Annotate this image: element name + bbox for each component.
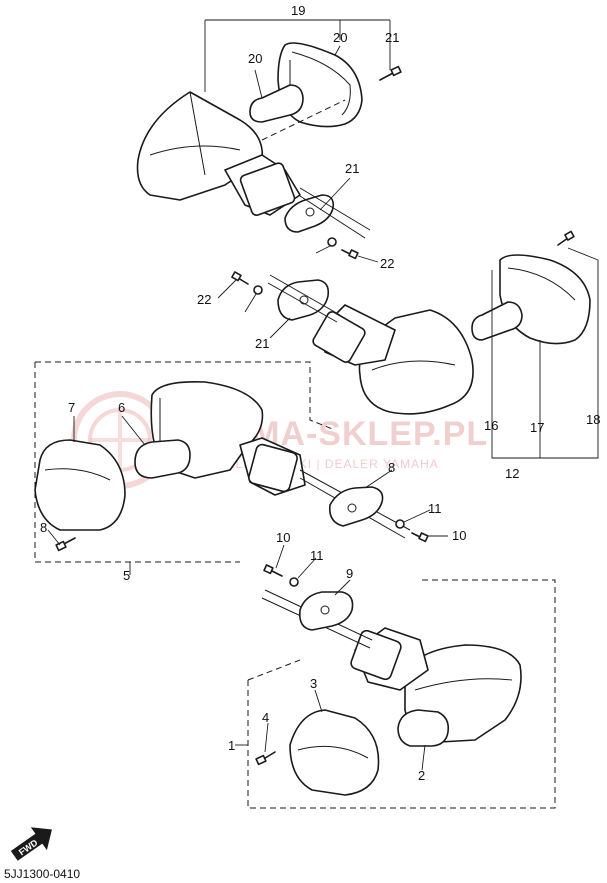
callout-11-bottom: 11 xyxy=(310,548,324,563)
leader-lines xyxy=(47,19,599,771)
callout-17: 20 xyxy=(248,51,262,66)
callout-20-top: 21 xyxy=(345,161,359,176)
callout-16: 19 xyxy=(291,3,305,18)
rear-left-flasher-assembly xyxy=(231,230,591,415)
callout-13: 16 xyxy=(484,418,498,433)
callout-7: 7 xyxy=(68,400,75,415)
callout-11-mid: 11 xyxy=(428,501,442,516)
callout-9-bottom: 9 xyxy=(346,566,353,581)
front-left-flasher-assembly xyxy=(247,564,556,809)
callout-12: 12 xyxy=(505,466,519,481)
callout-4: 4 xyxy=(262,710,269,725)
callout-20-mid: 21 xyxy=(255,336,269,351)
callout-18: 20 xyxy=(333,30,347,45)
callout-9-mid: 8 xyxy=(388,460,395,475)
callout-3: 3 xyxy=(310,676,317,691)
front-right-flasher-assembly xyxy=(34,361,429,563)
callout-15: 18 xyxy=(586,412,600,427)
callout-10-mid: 10 xyxy=(452,528,466,543)
rear-right-flasher-assembly xyxy=(136,42,402,260)
callout-2: 2 xyxy=(418,768,425,783)
callout-14: 17 xyxy=(530,420,544,435)
callout-8: 8 xyxy=(40,520,47,535)
callout-10-bottom: 10 xyxy=(276,530,290,545)
callout-19: 21 xyxy=(385,30,399,45)
callouts: 19 20 20 21 21 22 22 21 16 17 18 12 7 6 … xyxy=(40,3,600,783)
diagram-code: 5JJ1300-0410 xyxy=(4,867,80,881)
callout-1: 1 xyxy=(228,738,235,753)
callout-5: 5 xyxy=(123,568,130,583)
callout-6: 6 xyxy=(118,400,125,415)
callout-21-top: 22 xyxy=(380,256,394,271)
forward-arrow-icon: FWD xyxy=(10,827,52,861)
callout-21-mid: 22 xyxy=(197,292,211,307)
